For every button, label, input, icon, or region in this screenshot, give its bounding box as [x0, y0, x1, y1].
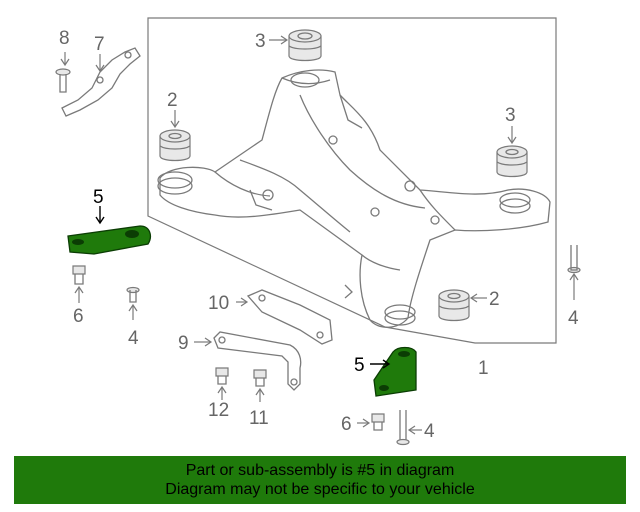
callout-4-bottom: 4: [424, 421, 435, 442]
bolt-part-11: [253, 369, 267, 387]
callout-7: 7: [94, 34, 105, 55]
bracket-part-5-left: [67, 225, 151, 255]
brace-part-10: [246, 289, 333, 345]
callout-12: 12: [208, 400, 229, 421]
callout-2-right: 2: [489, 289, 500, 310]
callout-5-left: 5: [93, 187, 104, 208]
bolt-part-4-right: [567, 245, 581, 274]
callout-9: 9: [178, 333, 189, 354]
bolt-part-12: [215, 367, 229, 385]
callout-11: 11: [249, 408, 269, 429]
bushing-right: [496, 145, 528, 178]
brace-part-9: [213, 331, 302, 391]
bushing-left: [159, 129, 191, 162]
parts-diagram: 1 2 2 3 3 4 4 4 5 5 6 6 7 8 9 10 11 12: [55, 17, 581, 446]
callout-2-left: 2: [167, 90, 178, 111]
callout-10: 10: [208, 293, 229, 314]
bracket-part-5-right: [373, 346, 417, 397]
callout-1: 1: [478, 358, 489, 379]
info-banner: Part or sub-assembly is #5 in diagram Di…: [14, 456, 626, 504]
callout-3-right: 3: [505, 105, 516, 126]
callout-8: 8: [59, 28, 70, 49]
bolt-part-4-bottom: [396, 410, 410, 446]
bolt-part-6-bottom: [371, 413, 385, 431]
callout-3-top: 3: [255, 31, 266, 52]
crossmember-subframe: [157, 69, 551, 328]
bolt-part-4-left: [126, 286, 140, 303]
bracket-part-7: [61, 47, 141, 117]
callout-6-bottom: 6: [341, 414, 352, 435]
callout-6-left: 6: [73, 306, 84, 327]
bushing-lower-right: [438, 289, 470, 322]
bolt-part-6-left: [72, 265, 86, 285]
callout-4-left: 4: [128, 328, 139, 349]
assembly-outline: [147, 17, 557, 344]
banner-line-1: Part or sub-assembly is #5 in diagram: [185, 462, 455, 479]
bushing-top: [288, 29, 322, 62]
bolt-part-8: [55, 68, 71, 93]
banner-line-2: Diagram may not be specific to your vehi…: [165, 481, 475, 498]
callout-4-right: 4: [568, 308, 579, 329]
callout-5-right: 5: [354, 355, 365, 376]
